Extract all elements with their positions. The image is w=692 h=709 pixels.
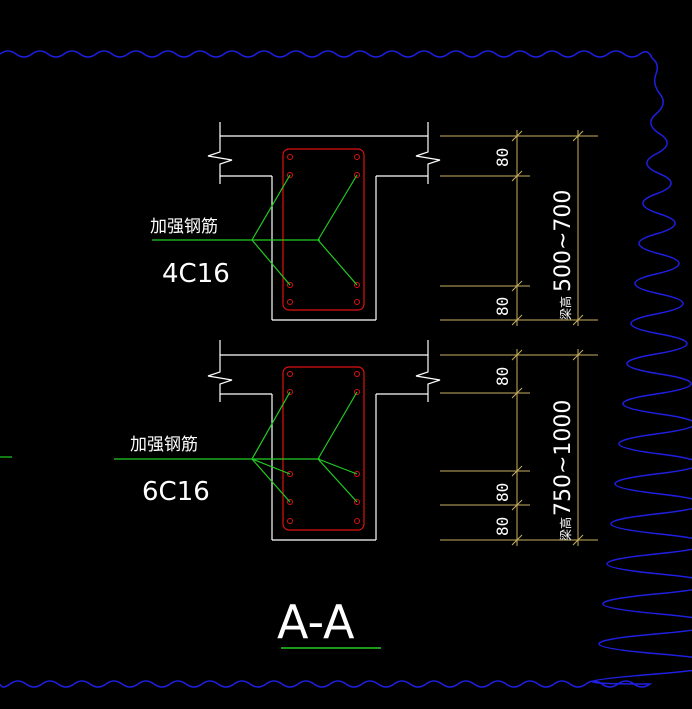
revision-cloud-border: [0, 50, 692, 688]
section-lower: 加强钢筋 6C16 80 80 80 梁高 750~1000: [0, 340, 598, 546]
dim-bottom-lower-1: 80: [493, 483, 512, 502]
rebar-leader-upper: [152, 174, 358, 286]
height-label-lower: 梁高: [558, 517, 573, 541]
reinforcement-label-lower: 加强钢筋: [130, 435, 198, 455]
reinforcement-label-upper: 加强钢筋: [150, 217, 218, 237]
section-title: A-A: [277, 595, 355, 649]
rebars-lower: [287, 371, 360, 524]
stirrup-upper: [282, 148, 365, 311]
dim-bottom-upper: 80: [493, 297, 512, 316]
beam-outline-upper: [207, 122, 441, 321]
height-range-lower: 750~1000: [551, 400, 576, 516]
rebar-spec-upper: 4C16: [162, 259, 230, 289]
stirrup-lower: [282, 366, 365, 531]
dim-top-lower: 80: [493, 367, 512, 386]
rebars-upper: [287, 154, 360, 305]
dim-top-upper: 80: [493, 148, 512, 167]
rebar-spec-lower: 6C16: [142, 477, 210, 507]
height-label-upper: 梁高: [558, 296, 573, 320]
beam-outline-lower: [207, 340, 441, 541]
dim-bottom-lower-2: 80: [493, 517, 512, 536]
height-range-upper: 500~700: [551, 190, 576, 292]
rebar-leader-lower: [0, 391, 358, 503]
dimension-lines-lower: [440, 349, 598, 546]
dimension-lines-upper: [440, 130, 598, 326]
section-upper: 加强钢筋 4C16 80 80 梁高 500~700: [150, 122, 598, 326]
